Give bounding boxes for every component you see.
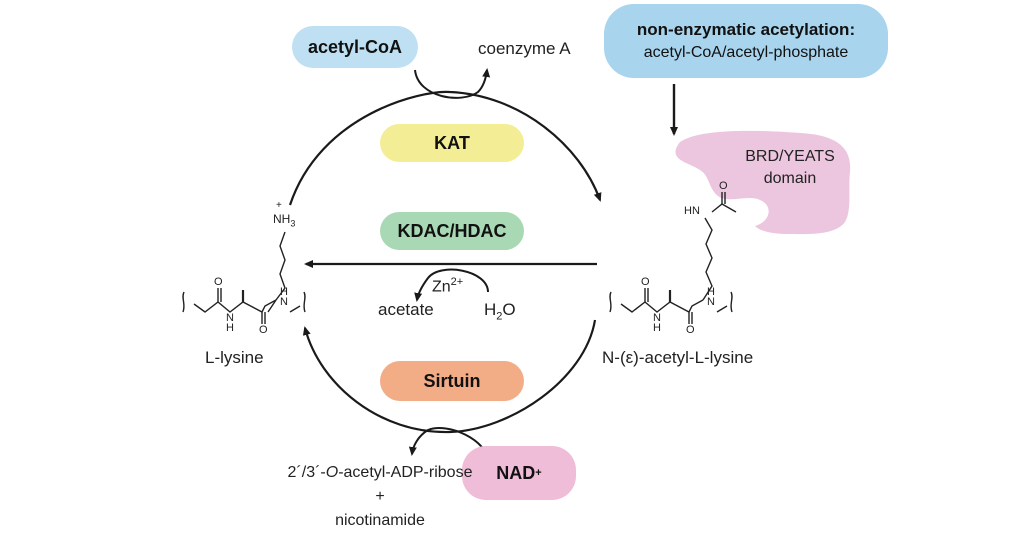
byproduct-line1: 2´/3´-O-acetyl-ADP-ribose bbox=[287, 464, 473, 481]
water-subscript: 2 bbox=[496, 310, 503, 323]
reader-domain-shape bbox=[675, 130, 851, 235]
coenzyme-a-label: coenzyme A bbox=[478, 39, 571, 58]
lysine-carbonyl-o-right: O bbox=[259, 324, 268, 336]
reader-domain-line2: domain bbox=[763, 170, 817, 187]
kdac-pill: KDAC/HDAC bbox=[380, 212, 524, 250]
adp-ribose-release-arrow bbox=[408, 427, 489, 463]
zinc-label: Zn2+ bbox=[432, 276, 464, 296]
byproduct-line3: nicotinamide bbox=[335, 512, 425, 529]
lysine-amide-h-right: H bbox=[280, 286, 288, 298]
kat-pill: KAT bbox=[380, 124, 524, 162]
lysine-carbonyl-o-left: O bbox=[214, 276, 223, 288]
non-enzymatic-title: non-enzymatic acetylation: bbox=[636, 20, 856, 39]
acetyllys-carbonyl-o-left: O bbox=[641, 276, 650, 288]
byproducts-label: 2´/3´-O-acetyl-ADP-ribose + nicotinamide bbox=[270, 461, 490, 533]
acetyl-coa-pill: acetyl-CoA bbox=[292, 26, 418, 68]
sirtuin-pill: Sirtuin bbox=[380, 361, 524, 401]
l-lysine-structure bbox=[182, 231, 306, 324]
nad-charge: + bbox=[535, 467, 542, 479]
acetate-label: acetate bbox=[378, 300, 434, 319]
coenzyme-a-release-arrow bbox=[414, 68, 491, 99]
kdac-label: KDAC/HDAC bbox=[397, 220, 507, 241]
water-label: H2O bbox=[484, 300, 516, 323]
sirtuin-arc-arrow bbox=[302, 319, 597, 434]
acetyllys-amide-n: N bbox=[653, 312, 661, 324]
non-enzymatic-subtitle: acetyl-CoA/acetyl-phosphate bbox=[643, 44, 849, 61]
kat-arc-arrow bbox=[288, 90, 602, 206]
acetyl-lysine-structure bbox=[609, 192, 737, 324]
sirtuin-label: Sirtuin bbox=[423, 370, 481, 391]
non-enzymatic-box: non-enzymatic acetylation: acetyl-CoA/ac… bbox=[604, 4, 888, 78]
lysine-amine-charge: + bbox=[276, 200, 282, 211]
reader-domain-label: BRD/YEATS domain bbox=[740, 146, 840, 190]
acetyllys-amide-n-right: N bbox=[707, 296, 715, 308]
acetyl-lysine-label: N-(ε)-acetyl-L-lysine bbox=[602, 348, 754, 367]
lysine-amide-n: N bbox=[226, 312, 234, 324]
lysine-amide-h: H bbox=[226, 322, 234, 334]
kat-label: KAT bbox=[434, 132, 470, 153]
l-lysine-label: L-lysine bbox=[205, 348, 264, 367]
acetyllys-amide-h: H bbox=[653, 322, 661, 334]
nad-label: NAD bbox=[496, 462, 536, 483]
acetyl-coa-label: acetyl-CoA bbox=[307, 36, 403, 57]
acetate-release-arrow bbox=[414, 268, 489, 302]
zinc-charge: 2+ bbox=[450, 276, 464, 288]
lysine-amine-label: NH3 bbox=[273, 212, 296, 229]
acetyllys-amide-h-right: H bbox=[707, 286, 715, 298]
nad-pill: NAD+ bbox=[462, 446, 576, 500]
acetyl-carbonyl-o: O bbox=[719, 180, 728, 192]
acetyllys-carbonyl-o-right: O bbox=[686, 324, 695, 336]
lysine-amide-n-right: N bbox=[280, 296, 288, 308]
reader-domain-line1: BRD/YEATS bbox=[745, 148, 835, 165]
byproduct-plus: + bbox=[375, 488, 385, 505]
acetyl-hn-label: HN bbox=[684, 205, 700, 217]
